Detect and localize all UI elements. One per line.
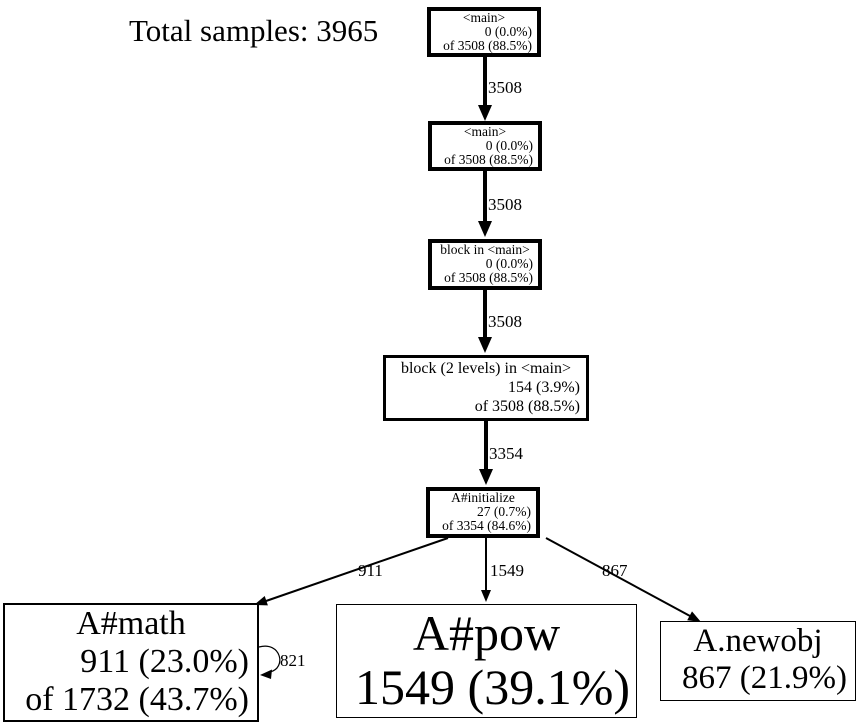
edge-initialize-to-newobj-line xyxy=(545,537,691,617)
edge-math-self-loop-arrowhead xyxy=(260,669,272,679)
node-total-samples: of 3508 (88.5%) xyxy=(443,37,532,53)
edge-label-block2-to-initialize: 3354 xyxy=(489,444,523,463)
node-a-newobj: A.newobj 867 (21.9%) xyxy=(660,621,856,701)
node-self-samples: 867 (21.9%) xyxy=(682,660,847,696)
node-title: block (2 levels) in <main> xyxy=(400,360,571,377)
node-total-samples: of 1732 (43.7%) xyxy=(25,681,249,718)
edge-label-initialize-to-math: 911 xyxy=(358,561,383,580)
node-block-2-levels-in-main: block (2 levels) in <main> 154 (3.9%) of… xyxy=(383,355,589,421)
node-total-samples: of 3508 (88.5%) xyxy=(444,151,533,167)
edge-initialize-to-pow-arrowhead xyxy=(481,590,491,602)
node-title: A#pow xyxy=(412,605,561,661)
node-self-samples: 154 (3.9%) xyxy=(508,379,580,396)
node-title: A.newobj xyxy=(693,623,823,659)
edge-initialize-to-math-line xyxy=(265,537,449,602)
edge-label-initialize-to-pow: 1549 xyxy=(490,561,524,580)
node-a-initialize: A#initialize 27 (0.7%) of 3354 (84.6%) xyxy=(426,487,540,538)
node-main-top: <main> 0 (0.0%) of 3508 (88.5%) xyxy=(427,7,541,57)
edge-label-main-to-main: 3508 xyxy=(488,78,522,97)
node-total-samples: of 3508 (88.5%) xyxy=(474,398,580,415)
node-a-math: A#math 911 (23.0%) of 1732 (43.7%) xyxy=(3,603,259,722)
node-self-samples: 911 (23.0%) xyxy=(80,643,249,680)
node-title: A#initialize xyxy=(451,490,515,505)
edge-block2-to-initialize-arrowhead xyxy=(479,469,493,485)
edge-label-block-to-block2: 3508 xyxy=(488,312,522,331)
node-self-samples: 0 (0.0%) xyxy=(485,137,533,153)
node-title: <main> xyxy=(462,10,506,25)
node-total-samples: of 3354 (84.6%) xyxy=(442,517,531,533)
edge-initialize-to-newobj-arrowhead xyxy=(687,611,701,622)
edge-label-math-self-loop: 821 xyxy=(280,651,306,670)
node-title: <main> xyxy=(463,124,507,139)
node-a-pow: A#pow 1549 (39.1%) xyxy=(336,604,637,718)
edge-label-initialize-to-newobj: 867 xyxy=(602,561,628,580)
edge-main-to-main-arrowhead xyxy=(478,105,492,121)
node-total-samples: of 3508 (88.5%) xyxy=(444,269,533,285)
node-self-samples: 0 (0.0%) xyxy=(485,255,533,271)
node-main-second: <main> 0 (0.0%) of 3508 (88.5%) xyxy=(428,121,542,171)
edge-label-main-to-block: 3508 xyxy=(488,195,522,214)
node-title: block in <main> xyxy=(440,242,530,257)
edge-math-self-loop xyxy=(258,645,281,673)
total-samples-label: Total samples: 3965 xyxy=(129,13,379,48)
node-self-samples: 0 (0.0%) xyxy=(484,23,532,39)
node-self-samples: 27 (0.7%) xyxy=(477,503,531,519)
edge-main-to-block-arrowhead xyxy=(478,221,492,237)
node-block-in-main: block in <main> 0 (0.0%) of 3508 (88.5%) xyxy=(428,239,542,290)
node-title: A#math xyxy=(76,605,186,642)
edge-block-to-block2-arrowhead xyxy=(478,337,492,353)
node-self-samples: 1549 (39.1%) xyxy=(355,659,630,715)
